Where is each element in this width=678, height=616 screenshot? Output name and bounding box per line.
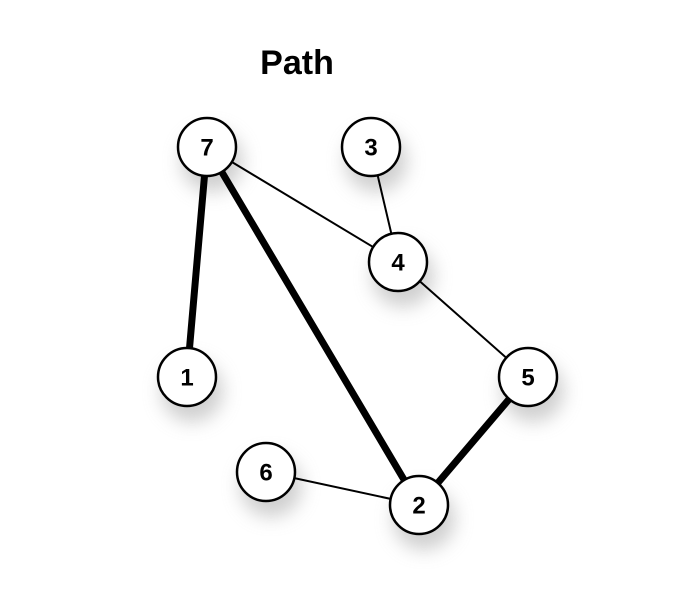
node-circle-3 [340, 116, 402, 178]
node-6: 6 [235, 441, 297, 503]
node-label-2: 2 [412, 493, 425, 520]
diagram-title: Path [260, 44, 334, 82]
node-3: 3 [340, 116, 402, 178]
node-5: 5 [497, 346, 559, 408]
node-shadows [161, 130, 564, 550]
node-2: 2 [388, 474, 450, 536]
path-edge-7-2 [203, 143, 423, 509]
node-7: 7 [176, 116, 238, 178]
node-circle-2 [388, 474, 450, 536]
node-label-3: 3 [364, 135, 377, 162]
path-edge-7-1 [183, 143, 211, 381]
node-circle-4 [367, 231, 429, 293]
graph-nodes: 7 3 4 1 5 6 2 [156, 116, 559, 536]
node-1: 1 [156, 346, 218, 408]
graph-edges [183, 143, 532, 509]
node-4: 4 [367, 231, 429, 293]
node-label-4: 4 [391, 250, 405, 277]
node-label-1: 1 [180, 365, 193, 392]
node-circle-6 [235, 441, 297, 503]
node-circle-1 [156, 346, 218, 408]
node-label-6: 6 [259, 460, 272, 487]
node-circle-7 [176, 116, 238, 178]
node-circle-5 [497, 346, 559, 408]
node-label-7: 7 [200, 135, 213, 162]
node-label-5: 5 [521, 365, 534, 392]
edge-7-4 [206, 146, 399, 263]
